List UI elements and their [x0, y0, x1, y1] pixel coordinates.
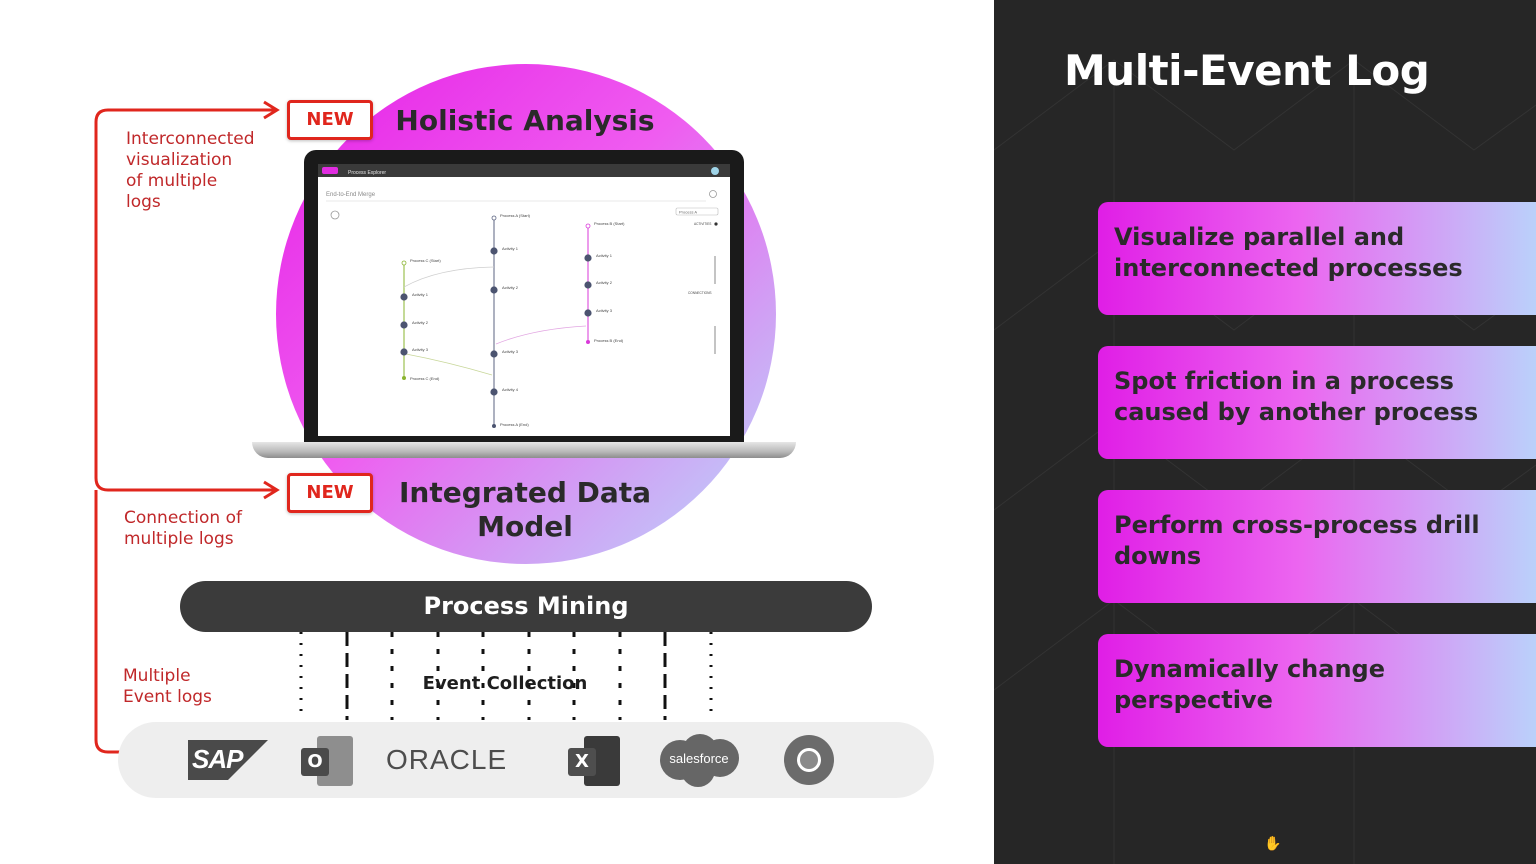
- node-activity-2b[interactable]: Activity 2: [596, 280, 613, 285]
- label-line: Connection of: [124, 508, 242, 528]
- feature-card-2: Spot friction in a process caused by ano…: [1098, 346, 1536, 459]
- node-activity-1c[interactable]: Activity 1: [412, 292, 429, 297]
- label-line: Event logs: [123, 687, 212, 707]
- salesforce-logo: salesforce: [658, 732, 740, 788]
- node-activity-3c[interactable]: Activity 3: [412, 347, 429, 352]
- screen-connections-label: CONNECTIONS: [688, 291, 712, 295]
- sap-logo-text: SAP: [192, 744, 243, 774]
- chrome-icon: [784, 735, 834, 785]
- process-a-end: Process A (End): [500, 422, 529, 427]
- salesforce-logo-text: salesforce: [669, 751, 729, 766]
- process-mining-bar: Process Mining: [180, 581, 872, 632]
- data-sources-bar: SAP O ORACLE X salesforce: [118, 722, 934, 798]
- event-collection-lines: [299, 632, 713, 720]
- hand-cursor-icon: ✋: [1264, 836, 1282, 852]
- label-line: Multiple: [123, 666, 191, 686]
- node-activity-3b[interactable]: Activity 3: [596, 308, 613, 313]
- node-activity-4a[interactable]: Activity 4: [502, 387, 519, 392]
- screen-header-title: Process Explorer: [348, 170, 386, 176]
- label-interconnected: Interconnected visualization of multiple…: [126, 129, 255, 213]
- process-c-end: Process C (End): [410, 376, 440, 381]
- integrated-heading-line2: Model: [477, 510, 573, 543]
- node-activity-3a[interactable]: Activity 3: [502, 349, 519, 354]
- laptop-screen: Process Explorer End-to-End Merge Proces…: [304, 150, 744, 442]
- diagram-panel: NEW NEW Holistic Analysis Integrated Dat…: [94, 64, 934, 798]
- feature-card-3: Perform cross-process drill downs: [1098, 490, 1536, 603]
- label-line: multiple logs: [124, 529, 234, 549]
- new-badge-integrated: NEW: [287, 473, 373, 513]
- feature-card-1: Visualize parallel and interconnected pr…: [1098, 202, 1536, 315]
- feature-text: Perform cross-process drill downs: [1114, 511, 1480, 570]
- outlook-logo: O: [301, 736, 353, 786]
- feature-text: Visualize parallel and interconnected pr…: [1114, 223, 1463, 282]
- node-activity-1a[interactable]: Activity 1: [502, 246, 519, 251]
- node-activity-2a[interactable]: Activity 2: [502, 285, 519, 290]
- screen-dropdown[interactable]: Process A: [679, 210, 697, 215]
- excel-logo: X: [568, 736, 620, 786]
- laptop-base: [252, 442, 796, 458]
- node-activity-1b[interactable]: Activity 1: [596, 253, 613, 258]
- process-b-start: Process B (Start): [594, 221, 625, 226]
- bracket-lines: [94, 100, 280, 754]
- process-b-end: Process B (End): [594, 338, 624, 343]
- node-activity-2c[interactable]: Activity 2: [412, 320, 429, 325]
- excel-logo-text: X: [568, 748, 596, 776]
- process-a-start: Process A (Start): [500, 213, 531, 218]
- holistic-analysis-heading: Holistic Analysis: [395, 104, 655, 137]
- process-graph: Process Explorer End-to-End Merge Proces…: [318, 164, 730, 428]
- feature-text: Spot friction in a process caused by ano…: [1114, 367, 1479, 426]
- new-badge-holistic: NEW: [287, 100, 373, 140]
- oracle-logo: ORACLE: [386, 744, 508, 775]
- label-connection: Connection of multiple logs: [124, 508, 242, 550]
- integrated-heading-line1: Integrated Data: [398, 476, 652, 509]
- sap-logo: SAP: [188, 740, 268, 780]
- label-multiple-event-logs: Multiple Event logs: [123, 666, 212, 708]
- event-collection-label: Event Collection: [422, 673, 588, 694]
- process-c-start: Process C (Start): [410, 258, 441, 263]
- integrated-data-model-heading: Integrated Data Model: [380, 476, 670, 544]
- label-line: Interconnected: [126, 129, 255, 149]
- screen-activities-label: ACTIVITIES: [694, 222, 711, 226]
- label-line: logs: [126, 192, 161, 212]
- label-line: visualization: [126, 150, 233, 170]
- screen-search[interactable]: End-to-End Merge: [326, 192, 376, 198]
- feature-card-4: Dynamically change perspective: [1098, 634, 1536, 747]
- outlook-logo-text: O: [301, 748, 329, 776]
- label-line: of multiple: [126, 171, 218, 191]
- feature-text: Dynamically change perspective: [1114, 655, 1386, 714]
- process-explorer-screen: Process Explorer End-to-End Merge Proces…: [318, 164, 730, 436]
- feature-panel: Multi-Event Log Visualize parallel and i…: [994, 0, 1536, 864]
- slide-title: Multi-Event Log: [1064, 46, 1430, 95]
